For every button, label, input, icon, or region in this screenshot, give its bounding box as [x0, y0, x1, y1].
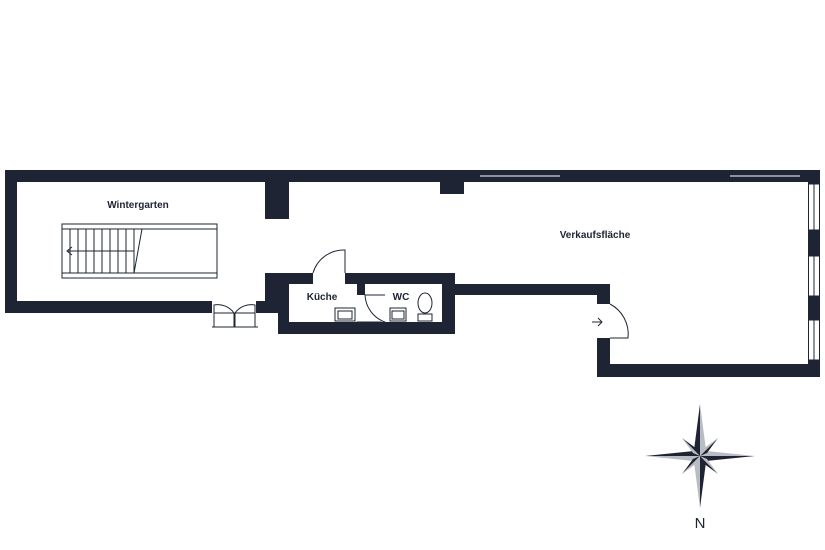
wall-kueche-wc [357, 273, 365, 295]
double-door-left-leaf [213, 312, 235, 328]
wall-sales-bottom [597, 364, 820, 377]
wall-kitchen-top-left [289, 273, 313, 284]
wall-right-1 [808, 170, 820, 184]
room-label-wc: WC [393, 292, 410, 303]
wall-wintergarten-bottom-left [5, 301, 212, 313]
staircase [61, 223, 218, 279]
toilet-tank [417, 313, 433, 322]
wall-entrance-left-upper [597, 284, 610, 304]
wall-kitchen-bottom [278, 322, 455, 334]
room-label-kueche: Küche [307, 292, 338, 303]
north-arrow-compass-icon [645, 404, 755, 508]
room-label-wintergarten: Wintergarten [107, 200, 169, 211]
wc-door-swing [364, 294, 386, 323]
wall-top-beam [440, 182, 464, 194]
toilet-bowl [417, 292, 433, 314]
doors [212, 249, 629, 339]
walls [5, 170, 820, 377]
threshold [356, 321, 382, 333]
wall-pillar-top [265, 182, 289, 219]
wall-wc-right [442, 273, 455, 334]
stair-outline [61, 223, 218, 279]
wall-left [5, 170, 17, 313]
wall-top [5, 170, 820, 182]
compass-north-label: N [695, 515, 706, 532]
wall-right-2 [808, 230, 820, 256]
wall-step-horizontal [442, 284, 610, 295]
wall-right-4 [808, 360, 820, 377]
wall-kitchen-left [278, 273, 289, 334]
wall-kitchen-top-right [345, 273, 455, 284]
kitchen-door-swing [312, 249, 346, 274]
double-door-right-leaf [234, 312, 256, 328]
fixtures [334, 292, 433, 322]
wall-right-3 [808, 296, 820, 320]
entrance-arrow-icon [592, 317, 603, 327]
room-label-verkaufsflaeche: Verkaufsfläche [560, 230, 631, 241]
entrance-door-swing [609, 303, 629, 339]
right-windows [808, 183, 820, 361]
